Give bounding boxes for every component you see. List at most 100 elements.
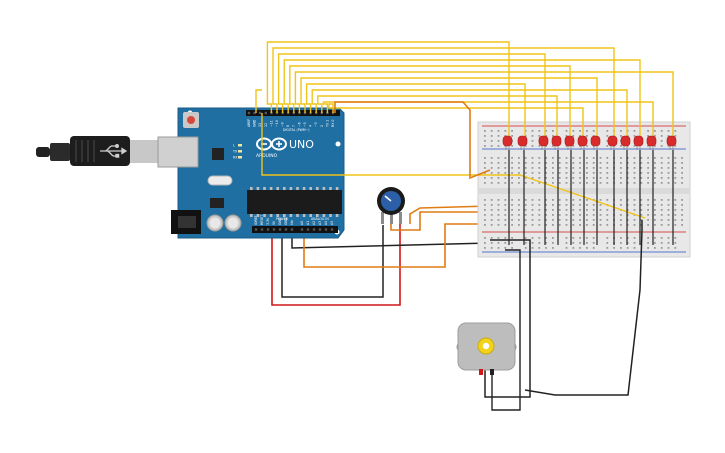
breadboard-hole[interactable] xyxy=(620,162,622,164)
breadboard-hole[interactable] xyxy=(552,172,554,174)
breadboard-hole[interactable] xyxy=(626,247,629,249)
breadboard-hole[interactable] xyxy=(620,130,622,132)
breadboard-hole[interactable] xyxy=(490,224,493,226)
breadboard-hole[interactable] xyxy=(640,177,643,179)
breadboard-hole[interactable] xyxy=(552,167,554,169)
breadboard-hole[interactable] xyxy=(579,242,581,244)
breadboard-hole[interactable] xyxy=(626,157,629,159)
breadboard-hole[interactable] xyxy=(524,242,527,244)
breadboard-hole[interactable] xyxy=(633,242,636,244)
breadboard-hole[interactable] xyxy=(531,209,534,211)
breadboard-hole[interactable] xyxy=(531,177,534,179)
breadboard-hole[interactable] xyxy=(484,130,486,132)
breadboard-hole[interactable] xyxy=(518,224,520,226)
breadboard-hole[interactable] xyxy=(681,172,683,174)
breadboard-hole[interactable] xyxy=(511,237,513,239)
breadboard-hole[interactable] xyxy=(538,247,541,249)
breadboard-hole[interactable] xyxy=(518,182,520,184)
breadboard-hole[interactable] xyxy=(484,182,486,184)
wire-yellow-digital[interactable] xyxy=(272,47,615,140)
breadboard-hole[interactable] xyxy=(592,177,595,179)
breadboard-hole[interactable] xyxy=(511,145,513,147)
breadboard-hole[interactable] xyxy=(565,182,568,184)
breadboard-hole[interactable] xyxy=(531,214,534,216)
breadboard-hole[interactable] xyxy=(620,224,622,226)
breadboard-hole[interactable] xyxy=(674,182,677,184)
breadboard-hole[interactable] xyxy=(497,204,500,206)
breadboard-hole[interactable] xyxy=(572,204,575,206)
breadboard-hole[interactable] xyxy=(633,209,636,211)
breadboard-hole[interactable] xyxy=(484,199,486,201)
breadboard-hole[interactable] xyxy=(606,242,609,244)
breadboard-hole[interactable] xyxy=(531,224,534,226)
header-pin[interactable] xyxy=(247,111,251,115)
breadboard-hole[interactable] xyxy=(606,140,609,142)
breadboard-hole[interactable] xyxy=(558,182,561,184)
breadboard-hole[interactable] xyxy=(579,219,581,221)
breadboard-hole[interactable] xyxy=(620,199,622,201)
breadboard-hole[interactable] xyxy=(572,162,575,164)
breadboard-hole[interactable] xyxy=(633,135,636,137)
breadboard-hole[interactable] xyxy=(545,167,547,169)
breadboard-hole[interactable] xyxy=(565,219,568,221)
breadboard-hole[interactable] xyxy=(490,167,493,169)
breadboard-hole[interactable] xyxy=(552,214,554,216)
breadboard-hole[interactable] xyxy=(586,209,588,211)
breadboard-hole[interactable] xyxy=(497,224,500,226)
breadboard-hole[interactable] xyxy=(640,204,643,206)
breadboard-hole[interactable] xyxy=(538,135,541,137)
wire-yellow-digital[interactable] xyxy=(283,59,641,140)
breadboard-hole[interactable] xyxy=(572,224,575,226)
wire-yellow-digital[interactable] xyxy=(277,53,546,140)
header-pin[interactable] xyxy=(290,228,294,231)
breadboard-hole[interactable] xyxy=(524,167,527,169)
breadboard-hole[interactable] xyxy=(626,209,629,211)
breadboard-hole[interactable] xyxy=(504,219,507,221)
breadboard-hole[interactable] xyxy=(681,162,683,164)
breadboard-hole[interactable] xyxy=(674,135,677,137)
breadboard-hole[interactable] xyxy=(633,199,636,201)
breadboard-hole[interactable] xyxy=(497,219,500,221)
breadboard-hole[interactable] xyxy=(654,237,656,239)
breadboard-hole[interactable] xyxy=(490,242,493,244)
breadboard-hole[interactable] xyxy=(633,162,636,164)
breadboard-hole[interactable] xyxy=(586,199,588,201)
breadboard-hole[interactable] xyxy=(633,167,636,169)
header-pin[interactable] xyxy=(266,228,270,231)
breadboard-hole[interactable] xyxy=(552,224,554,226)
breadboard-hole[interactable] xyxy=(667,177,670,179)
breadboard-hole[interactable] xyxy=(667,162,670,164)
breadboard-hole[interactable] xyxy=(599,199,602,201)
breadboard-hole[interactable] xyxy=(545,214,547,216)
header-pin[interactable] xyxy=(284,228,288,231)
breadboard-hole[interactable] xyxy=(511,199,513,201)
breadboard-hole[interactable] xyxy=(558,199,561,201)
breadboard-hole[interactable] xyxy=(552,247,554,249)
red-led[interactable] xyxy=(590,135,601,150)
dc-motor[interactable] xyxy=(456,322,517,375)
breadboard-hole[interactable] xyxy=(504,177,507,179)
breadboard-hole[interactable] xyxy=(586,130,588,132)
breadboard-hole[interactable] xyxy=(504,237,507,239)
breadboard-hole[interactable] xyxy=(497,130,500,132)
breadboard-hole[interactable] xyxy=(647,130,649,132)
breadboard-hole[interactable] xyxy=(640,209,643,211)
wire-yellow-digital[interactable] xyxy=(266,41,510,140)
breadboard-hole[interactable] xyxy=(647,209,649,211)
breadboard-hole[interactable] xyxy=(660,172,663,174)
breadboard-hole[interactable] xyxy=(504,162,507,164)
breadboard-hole[interactable] xyxy=(633,177,636,179)
breadboard-hole[interactable] xyxy=(647,157,649,159)
breadboard-hole[interactable] xyxy=(572,135,575,137)
wire-yellow-digital[interactable] xyxy=(294,71,674,140)
header-pin[interactable] xyxy=(318,228,322,231)
breadboard-hole[interactable] xyxy=(660,224,663,226)
breadboard-hole[interactable] xyxy=(606,167,609,169)
breadboard-hole[interactable] xyxy=(606,209,609,211)
breadboard-hole[interactable] xyxy=(572,177,575,179)
breadboard-hole[interactable] xyxy=(674,237,677,239)
breadboard-hole[interactable] xyxy=(667,157,670,159)
breadboard-hole[interactable] xyxy=(674,130,677,132)
breadboard-hole[interactable] xyxy=(660,242,663,244)
breadboard-hole[interactable] xyxy=(654,130,656,132)
